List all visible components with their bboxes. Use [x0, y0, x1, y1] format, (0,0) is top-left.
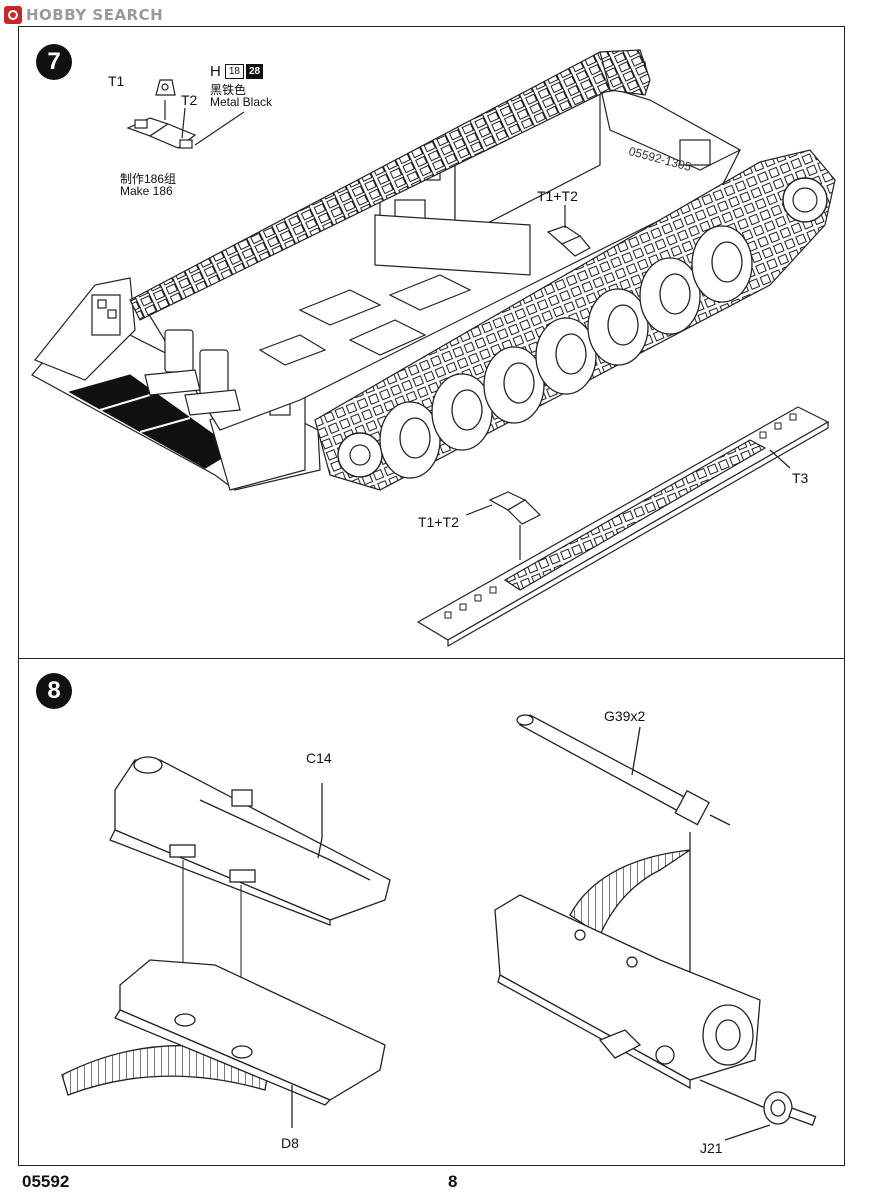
paint-number-18: 18	[224, 64, 244, 79]
label-make-en: Make 186	[120, 184, 173, 198]
label-t1: T1	[108, 73, 125, 89]
hobby-search-logo-icon	[4, 6, 22, 24]
label-t3: T3	[792, 470, 809, 486]
label-t1-t2-hull: T1+T2	[537, 188, 578, 204]
label-g39: G39x2	[604, 708, 646, 724]
step7-far-track	[129, 49, 651, 321]
step7-link-on-track	[546, 205, 591, 257]
label-c14: C14	[306, 750, 332, 766]
step7-track-run-t3	[416, 406, 830, 648]
label-make-zh: 制作186组	[120, 172, 177, 186]
paint-name-zh: 黑铁色	[210, 83, 247, 97]
step-divider	[18, 658, 845, 659]
kit-number: 05592	[22, 1172, 70, 1191]
instruction-frame	[18, 26, 845, 1166]
step7-road-wheels	[379, 225, 753, 479]
step7-hull-drawing	[31, 84, 742, 491]
step-8-badge: 8	[36, 673, 72, 709]
step-7-badge: 7	[36, 44, 72, 80]
watermark-text: HOBBY SEARCH	[26, 6, 164, 24]
hobby-search-watermark: HOBBY SEARCH	[4, 4, 163, 26]
label-d8: D8	[281, 1135, 299, 1151]
paint-callout: H 18 28	[210, 63, 264, 80]
label-t1-t2-run: T1+T2	[418, 514, 459, 530]
paint-number-28: 28	[245, 64, 264, 79]
step8-part-j21	[724, 1091, 817, 1141]
label-j21: J21	[700, 1140, 723, 1156]
step8-barrel-g39	[516, 714, 731, 985]
step7-track-link-part	[126, 79, 245, 149]
paint-code: H	[210, 63, 221, 80]
step8-lower-cradle-d8	[61, 959, 386, 1128]
step8-breech-assembly	[494, 849, 771, 1111]
step8-cradle-c14	[109, 756, 391, 926]
page-number: 8	[448, 1172, 458, 1191]
label-t2: T2	[181, 92, 198, 108]
paint-name-en: Metal Black	[210, 95, 273, 109]
